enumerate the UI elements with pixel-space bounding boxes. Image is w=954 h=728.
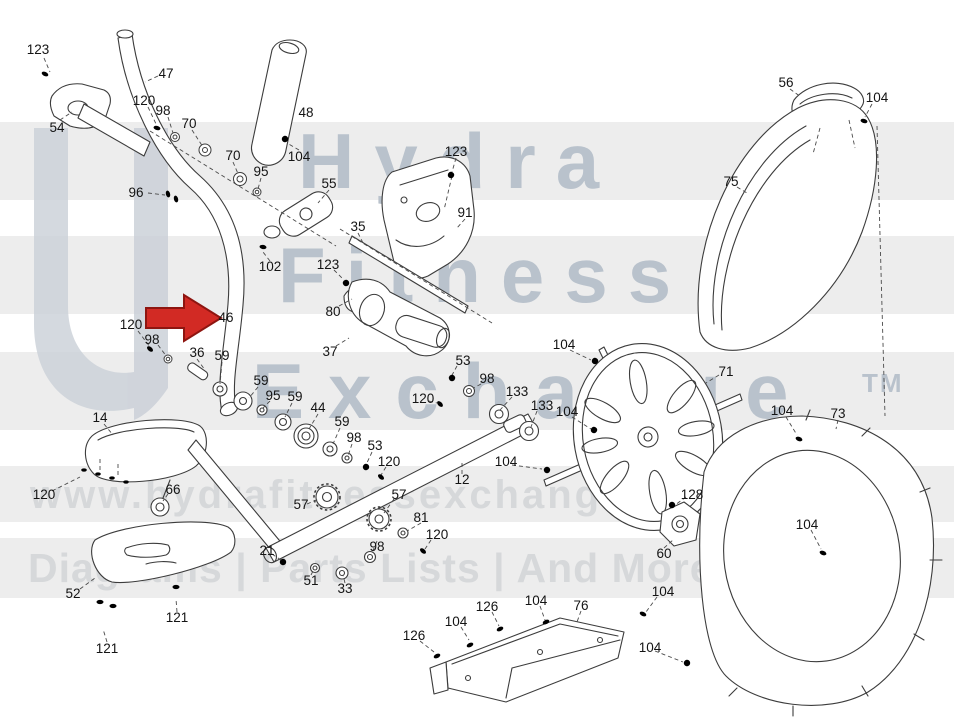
part-35-rod <box>348 235 469 314</box>
part-label: 55 <box>321 176 336 191</box>
handlebar-grip <box>77 103 151 157</box>
part-14-footpad <box>84 419 207 483</box>
part-label: 120 <box>120 317 143 332</box>
part-label: 81 <box>413 510 428 525</box>
part-label: 123 <box>317 257 340 272</box>
part-label: 14 <box>92 410 108 425</box>
part-label: 95 <box>253 164 268 179</box>
part-label: 53 <box>455 353 470 368</box>
part-133-bearings <box>488 403 540 442</box>
part-label: 120 <box>133 93 156 108</box>
part-label: 47 <box>158 66 173 81</box>
part-label: 36 <box>189 345 204 360</box>
part-label: 80 <box>325 304 340 319</box>
part-label: 104 <box>639 640 662 655</box>
parts-artwork <box>49 29 943 717</box>
part-label: 51 <box>303 573 318 588</box>
part-label: 53 <box>367 438 382 453</box>
part-label: 56 <box>778 75 793 90</box>
part-label: 33 <box>337 581 352 596</box>
part-label: 120 <box>33 487 56 502</box>
part-label: 104 <box>866 90 889 105</box>
part-label: 120 <box>412 391 435 406</box>
part-label: 104 <box>796 517 819 532</box>
part-52-plate <box>91 521 236 584</box>
part-label: 91 <box>457 205 472 220</box>
part-label: 57 <box>391 487 406 502</box>
part-label: 126 <box>476 599 499 614</box>
part-label: 71 <box>718 364 733 379</box>
part-label: 52 <box>65 586 80 601</box>
part-label: 120 <box>378 454 401 469</box>
part-label: 70 <box>225 148 240 163</box>
part-label: 121 <box>96 641 119 656</box>
part-label: 12 <box>454 472 469 487</box>
part-label: 104 <box>553 337 576 352</box>
part-48-tube <box>250 39 307 166</box>
watermark-trademark: TM <box>862 368 904 398</box>
leader-lines <box>43 57 886 663</box>
part-label: 73 <box>830 406 845 421</box>
part-label: 59 <box>214 348 229 363</box>
part-label: 104 <box>288 149 311 164</box>
part-label: 104 <box>652 584 675 599</box>
part-91-bracket <box>381 156 475 279</box>
part-label: 44 <box>310 400 326 415</box>
part-label: 102 <box>259 259 282 274</box>
part-label: 48 <box>298 105 313 120</box>
part-label: 104 <box>525 593 548 608</box>
part-label: 54 <box>49 120 65 135</box>
part-label: 98 <box>144 332 159 347</box>
part-label: 66 <box>165 482 180 497</box>
part-75-shroud <box>697 99 878 351</box>
part-label: 123 <box>445 144 468 159</box>
part-label: 59 <box>253 373 268 388</box>
part-66-roller <box>150 497 170 517</box>
part-label: 96 <box>128 185 143 200</box>
part-label: 104 <box>495 454 518 469</box>
highlight-arrow-icon <box>145 293 223 343</box>
part-55-pivot <box>278 191 334 237</box>
part-label: 104 <box>445 614 468 629</box>
arm-rollers <box>309 483 409 580</box>
part-label: 70 <box>181 116 196 131</box>
part-label: 76 <box>573 598 588 613</box>
part-label: 104 <box>771 403 794 418</box>
part-label: 75 <box>723 174 738 189</box>
part-label: 59 <box>287 389 302 404</box>
part-label: 57 <box>293 497 308 512</box>
part-label: 21 <box>259 543 274 558</box>
part-label: 120 <box>426 527 449 542</box>
part-label: 98 <box>479 371 494 386</box>
part-label: 37 <box>322 344 337 359</box>
hardware-fasteners <box>36 70 868 672</box>
part-label: 133 <box>531 398 554 413</box>
part-label: 35 <box>350 219 365 234</box>
part-label: 46 <box>218 310 233 325</box>
part-label: 128 <box>681 487 704 502</box>
part-76-rail <box>445 617 625 703</box>
part-label: 59 <box>334 414 349 429</box>
part-label: 123 <box>27 42 50 57</box>
part-label: 98 <box>369 539 384 554</box>
part-label: 126 <box>403 628 426 643</box>
washer-stack <box>212 381 353 464</box>
part-label: 98 <box>155 103 170 118</box>
part-label: 60 <box>656 546 671 561</box>
part-36-pin <box>187 362 209 381</box>
part-label: 104 <box>556 404 579 419</box>
part-label: 133 <box>506 384 529 399</box>
watermark-line2: Fitness <box>278 231 691 319</box>
part-label: 95 <box>265 388 280 403</box>
part-label: 98 <box>346 430 361 445</box>
part-label: 121 <box>166 610 189 625</box>
